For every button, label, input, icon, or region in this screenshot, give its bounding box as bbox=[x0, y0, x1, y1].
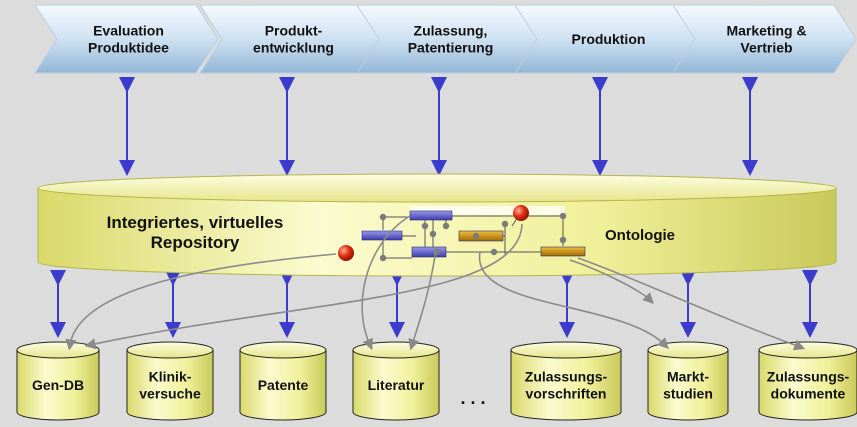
ontology-red-node bbox=[513, 205, 529, 221]
cylinder-top bbox=[352, 341, 440, 359]
phase-label-line: Produktion bbox=[572, 31, 646, 47]
ontology-node-dot bbox=[559, 236, 567, 244]
phase-chevron: Produktion bbox=[514, 4, 699, 74]
data-source-cylinder: Zulassungs-vorschriften bbox=[510, 341, 622, 421]
phase-label-line: Vertrieb bbox=[740, 39, 792, 55]
repository-top bbox=[37, 173, 837, 203]
cylinder-top bbox=[510, 341, 622, 359]
repository-title-line: Integriertes, virtuelles bbox=[107, 213, 284, 232]
cylinder-body bbox=[758, 349, 857, 421]
ontology-node-dot bbox=[429, 230, 437, 238]
ontology-class-node bbox=[409, 210, 453, 221]
cylinder-body bbox=[239, 349, 327, 421]
phase-label: Produktion bbox=[572, 31, 646, 47]
ontology-class-node bbox=[411, 246, 447, 258]
cylinder-body bbox=[126, 349, 214, 421]
source-links bbox=[65, 215, 806, 351]
ontology-source-link bbox=[361, 215, 411, 351]
ontology-instance-node bbox=[458, 230, 504, 242]
data-source-cylinder: Klinik-versuche bbox=[126, 341, 214, 421]
phase-label-line: Evaluation bbox=[93, 23, 164, 39]
ontology-source-link bbox=[577, 257, 806, 351]
source-label-line: dokumente bbox=[771, 385, 846, 401]
ontology-label: Ontologie bbox=[605, 227, 675, 244]
phase-chevron: Zulassung,Patentierung bbox=[356, 4, 541, 74]
ontology-node-dot bbox=[490, 248, 498, 256]
ontology-node-dot bbox=[472, 232, 480, 240]
data-source-cylinder: Markt-studien bbox=[647, 341, 729, 421]
source-label-line: Gen-DB bbox=[32, 377, 84, 393]
ontology-instance-node bbox=[540, 246, 586, 257]
phase-label: Produkt-entwicklung bbox=[253, 23, 334, 56]
phase-label: Zulassung,Patentierung bbox=[408, 23, 494, 56]
chevron-shape bbox=[34, 4, 219, 74]
repository-body bbox=[37, 187, 837, 277]
phase-label-line: Patentierung bbox=[408, 39, 494, 55]
source-label-line: studien bbox=[663, 385, 713, 401]
chevron-shape bbox=[672, 4, 857, 74]
source-label-line: versuche bbox=[139, 385, 201, 401]
source-label: Zulassungs-vorschriften bbox=[525, 369, 608, 402]
cylinder-body bbox=[510, 349, 622, 421]
data-source-cylinder: Literatur bbox=[352, 341, 440, 421]
connection-arrows bbox=[50, 77, 818, 338]
cylinder-top bbox=[647, 341, 729, 359]
cylinder-body bbox=[352, 349, 440, 421]
ontology-node-dot bbox=[559, 212, 567, 220]
phase-chevron: Marketing &Vertrieb bbox=[672, 4, 857, 74]
data-source-cylinder: Gen-DB bbox=[16, 341, 100, 421]
phase-label: Marketing &Vertrieb bbox=[726, 23, 806, 56]
cylinder-top bbox=[16, 341, 100, 359]
source-label: Zulassungs-dokumente bbox=[767, 369, 850, 402]
phase-label-line: Produktidee bbox=[88, 39, 169, 55]
ontology-node-dot bbox=[379, 213, 387, 221]
phase-label-line: Marketing & bbox=[726, 23, 806, 39]
ontology-source-link bbox=[65, 253, 337, 351]
ontology-red-node bbox=[338, 245, 354, 261]
source-label-line: Klinik- bbox=[149, 369, 192, 385]
source-label: Gen-DB bbox=[32, 377, 84, 393]
data-source-cylinder: Patente bbox=[239, 341, 327, 421]
cylinder-body bbox=[16, 349, 100, 421]
source-label: Patente bbox=[258, 377, 309, 393]
source-label: Literatur bbox=[368, 377, 425, 393]
source-label: Klinik-versuche bbox=[139, 369, 201, 402]
cylinder-top bbox=[758, 341, 857, 359]
cylinder-top bbox=[239, 341, 327, 359]
cylinder-body bbox=[647, 349, 729, 421]
ontology-source-link bbox=[479, 251, 669, 349]
ontology-source-link bbox=[569, 259, 654, 304]
phase-label-line: Zulassung, bbox=[414, 23, 488, 39]
ontology-node-dot bbox=[421, 222, 429, 230]
ontology-node-dot bbox=[379, 254, 387, 262]
ontology-source-link bbox=[84, 223, 523, 350]
cylinder-top bbox=[126, 341, 214, 359]
more-sources-ellipsis: . . . bbox=[460, 388, 485, 408]
source-label-line: Zulassungs- bbox=[767, 369, 850, 385]
repository-title-line: Repository bbox=[151, 233, 240, 252]
data-source-cylinder: Zulassungs-dokumente bbox=[758, 341, 857, 421]
source-label-line: vorschriften bbox=[526, 385, 607, 401]
ontology-node-dot bbox=[442, 222, 450, 230]
source-label-line: Markt- bbox=[667, 369, 709, 385]
phase-label-line: Produkt- bbox=[265, 23, 323, 39]
ontology-highlight bbox=[410, 206, 565, 215]
ontology-source-link bbox=[408, 249, 437, 351]
source-label-line: Literatur bbox=[368, 377, 425, 393]
data-sources: Gen-DB Klinik-versuche Patente Literatur Zul… bbox=[16, 341, 857, 421]
phase-label-line: entwicklung bbox=[253, 39, 334, 55]
ontology-class-node bbox=[361, 230, 403, 241]
source-label-line: Zulassungs- bbox=[525, 369, 608, 385]
phase-chevron: Produkt-entwicklung bbox=[199, 4, 384, 74]
ontology-node-dot bbox=[501, 220, 509, 228]
source-label-line: Patente bbox=[258, 377, 309, 393]
source-label: Markt-studien bbox=[663, 369, 713, 402]
